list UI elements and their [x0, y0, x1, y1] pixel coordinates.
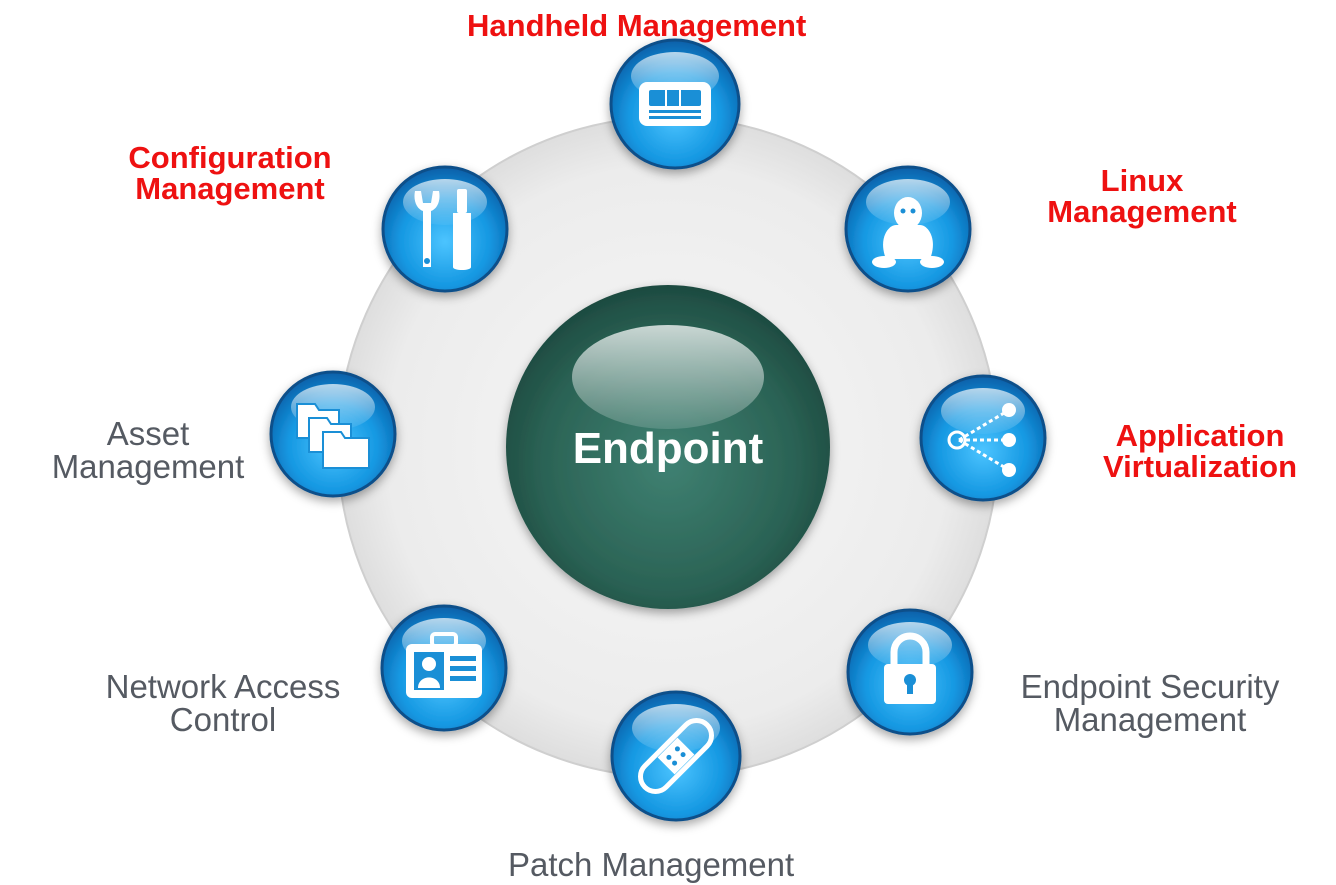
padlock-icon: [884, 632, 936, 704]
bandage-icon: [637, 717, 715, 795]
label-config-line-1: Configuration: [128, 140, 332, 175]
share-network-icon: [958, 408, 1010, 472]
label-endpoint-security-line-2: Management: [1053, 701, 1247, 738]
label-asset: Asset Management: [18, 417, 278, 483]
label-endpoint-security: Endpoint Security Management: [1000, 670, 1300, 736]
label-nac-line-1: Network Access: [105, 668, 341, 705]
folders-icon: [296, 403, 370, 469]
label-handheld-line-1: Handheld Management: [467, 8, 807, 43]
label-appvirt: Application Virtualization: [1090, 420, 1310, 482]
label-handheld: Handheld Management: [467, 10, 806, 41]
label-config-line-2: Management: [135, 171, 325, 206]
handheld-device-icon: [639, 82, 711, 126]
label-asset-line-2: Management: [51, 448, 245, 485]
node-patch[interactable]: [610, 690, 742, 822]
wrench-screwdriver-icon: [414, 189, 471, 270]
linux-penguin-icon: [872, 197, 944, 268]
label-linux-line-1: Linux: [1100, 163, 1184, 198]
hub-title: Endpoint: [573, 424, 764, 473]
label-patch-line-1: Patch Management: [508, 846, 795, 883]
node-linux[interactable]: [844, 165, 972, 293]
id-badge-icon: [406, 632, 482, 698]
label-patch: Patch Management: [508, 848, 794, 881]
label-nac: Network Access Control: [85, 670, 361, 736]
label-asset-line-1: Asset: [106, 415, 190, 452]
node-nac[interactable]: [380, 604, 508, 732]
node-handheld[interactable]: [609, 38, 741, 170]
label-config: Configuration Management: [100, 142, 360, 204]
node-asset[interactable]: [269, 370, 397, 498]
hub-node: Endpoint: [506, 285, 830, 609]
node-endpoint-security[interactable]: [846, 608, 974, 736]
label-appvirt-line-2: Virtualization: [1102, 449, 1298, 484]
label-nac-line-2: Control: [169, 701, 277, 738]
label-linux-line-2: Management: [1047, 194, 1237, 229]
module-nodes: [269, 38, 1047, 822]
label-linux: Linux Management: [1027, 165, 1257, 227]
label-endpoint-security-line-1: Endpoint Security: [1020, 668, 1280, 705]
node-config[interactable]: [381, 165, 509, 293]
node-appvirt[interactable]: [919, 374, 1047, 502]
label-appvirt-line-1: Application: [1115, 418, 1285, 453]
